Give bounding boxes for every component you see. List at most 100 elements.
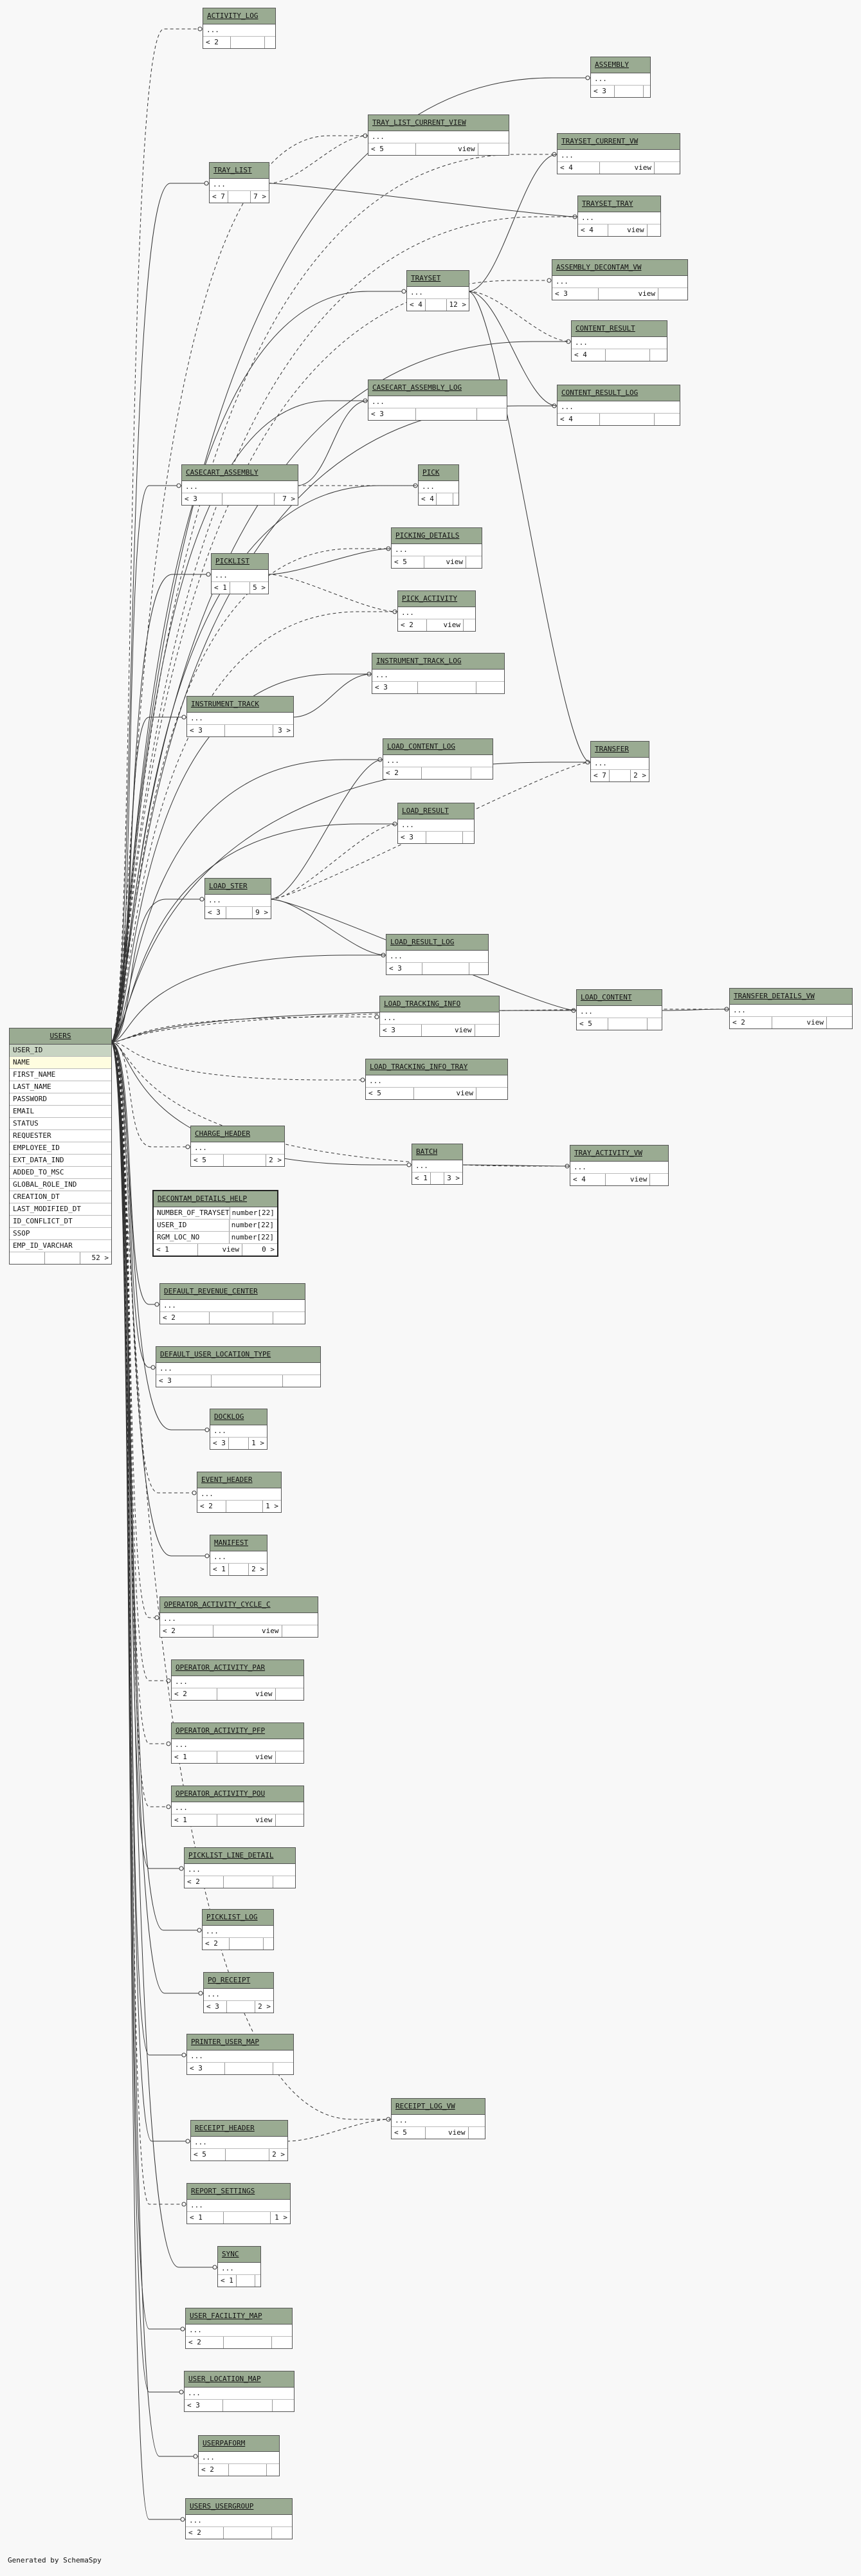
table-kind xyxy=(225,725,273,736)
children-count xyxy=(648,224,660,236)
table-name: CHARGE_HEADER xyxy=(191,1126,284,1142)
table-user-location-map[interactable]: USER_LOCATION_MAP...< 3 xyxy=(184,2371,295,2412)
relationship-load-tracking-info xyxy=(110,1016,379,1043)
table-name: TRAYSET_TRAY xyxy=(578,196,660,212)
table-content-result[interactable]: CONTENT_RESULT...< 4 xyxy=(571,320,667,361)
table-kind xyxy=(228,191,251,203)
parents-count: < 2 xyxy=(383,767,422,779)
table-name: OPERATOR_ACTIVITY_CYCLE_C xyxy=(160,1597,318,1613)
children-count: 5 > xyxy=(253,583,266,592)
table-picklist-log[interactable]: PICKLIST_LOG...< 2 xyxy=(202,1909,274,1950)
table-load-result-log[interactable]: LOAD_RESULT_LOG...< 3 xyxy=(386,934,489,975)
children-count xyxy=(475,1025,500,1036)
children-count: 0 > xyxy=(262,1245,275,1254)
table-instrument-track-log[interactable]: INSTRUMENT_TRACK_LOG...< 3 xyxy=(372,653,505,694)
table-casecart-assembly-log[interactable]: CASECART_ASSEMBLY_LOG...< 3 xyxy=(368,379,507,421)
table-kind: view xyxy=(217,1688,276,1700)
table-users-usergroup[interactable]: USERS_USERGROUP...< 2 xyxy=(185,2498,293,2539)
table-default-revenue-center[interactable]: DEFAULT_REVENUE_CENTER...< 2 xyxy=(159,1283,305,1324)
parents-count: < 3 xyxy=(187,2063,225,2074)
table-footer: < 2 xyxy=(203,37,275,48)
children-count: 2 > xyxy=(633,771,646,780)
table-kind xyxy=(226,1501,264,1512)
children-count xyxy=(272,2527,293,2539)
column-ellipsis: ... xyxy=(210,179,269,191)
relationship-end-default-user-location-type xyxy=(150,1365,156,1370)
table-footer: < 3 xyxy=(156,1375,320,1387)
relationship-tray-list-tray-list-current-view xyxy=(267,135,368,184)
table-footer: 52 > xyxy=(10,1252,111,1264)
relationship-tray-list xyxy=(110,183,209,1043)
table-load-result[interactable]: LOAD_RESULT...< 3 xyxy=(397,803,475,844)
table-default-user-location-type[interactable]: DEFAULT_USER_LOCATION_TYPE...< 3 xyxy=(156,1346,321,1387)
table-load-content[interactable]: LOAD_CONTENT...< 5 xyxy=(576,989,662,1030)
table-kind: view xyxy=(213,1625,282,1637)
table-content-result-log[interactable]: CONTENT_RESULT_LOG...< 4 xyxy=(557,385,680,426)
table-name: ACTIVITY_LOG xyxy=(203,8,275,24)
table-userpaform[interactable]: USERPAFORM...< 2 xyxy=(198,2435,280,2476)
parents-count: < 2 xyxy=(199,2464,229,2476)
children-count xyxy=(466,556,482,568)
column-ellipsis: ... xyxy=(187,2051,293,2063)
table-sync[interactable]: SYNC...< 1 xyxy=(217,2246,261,2287)
table-load-content-log[interactable]: LOAD_CONTENT_LOG...< 2 xyxy=(383,738,493,780)
relationship-end-trayset xyxy=(401,289,406,294)
column-ellipsis: ... xyxy=(368,396,507,408)
table-kind xyxy=(608,1018,648,1030)
relationship-end-operator-activity-cycle-c xyxy=(154,1615,159,1620)
table-activity-log[interactable]: ACTIVITY_LOG...< 2 xyxy=(203,8,276,49)
relationship-operator-activity-par xyxy=(110,1041,171,1681)
table-user-facility-map[interactable]: USER_FACILITY_MAP...< 2 xyxy=(185,2308,293,2349)
table-picklist-line-detail[interactable]: PICKLIST_LINE_DETAIL...< 2 xyxy=(184,1847,296,1888)
table-kind: view xyxy=(427,619,464,631)
table-kind xyxy=(223,2400,273,2411)
column-ellipsis: ... xyxy=(557,401,680,414)
table-printer-user-map[interactable]: PRINTER_USER_MAP...< 3 xyxy=(186,2034,294,2075)
parents-count: < 3 xyxy=(380,1025,422,1036)
table-pick[interactable]: PICK...< 4 xyxy=(418,464,459,506)
column-ellipsis: ... xyxy=(186,2515,292,2527)
table-name: TRAY_ACTIVITY_VW xyxy=(570,1146,668,1162)
table-name: DEFAULT_USER_LOCATION_TYPE xyxy=(156,1347,320,1363)
table-assembly[interactable]: ASSEMBLY...< 3 xyxy=(590,57,651,98)
children-count: 2 > xyxy=(269,1156,282,1164)
table-name: TRANSFER_DETAILS_VW xyxy=(730,989,852,1005)
table-footer: < 2 xyxy=(186,2337,292,2348)
parents-count: < 2 xyxy=(730,1017,772,1028)
